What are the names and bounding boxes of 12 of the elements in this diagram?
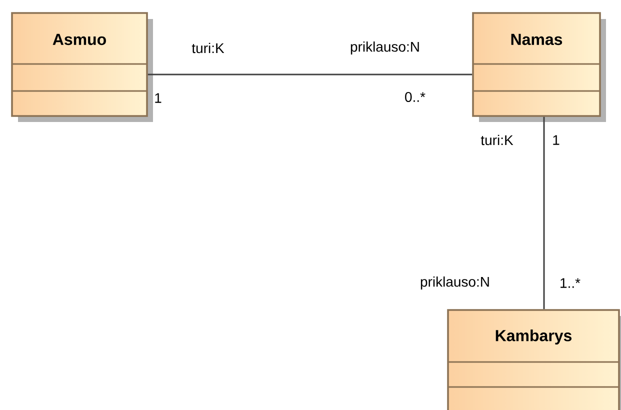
role-label: turi:K: [192, 42, 224, 54]
association-line: [148, 74, 472, 76]
role-label: 1: [553, 135, 560, 145]
role-label: priklauso:N: [420, 276, 489, 290]
role-label: 1..*: [560, 278, 580, 288]
class-box: Asmuo: [11, 12, 153, 122]
association-line: [543, 116, 545, 310]
role-label: turi:K: [480, 134, 514, 146]
class-box: Namas: [472, 12, 606, 122]
role-label: priklauso:N: [350, 41, 419, 55]
role-label: 0..*: [405, 92, 426, 102]
class-box: Kambarys: [447, 309, 621, 410]
